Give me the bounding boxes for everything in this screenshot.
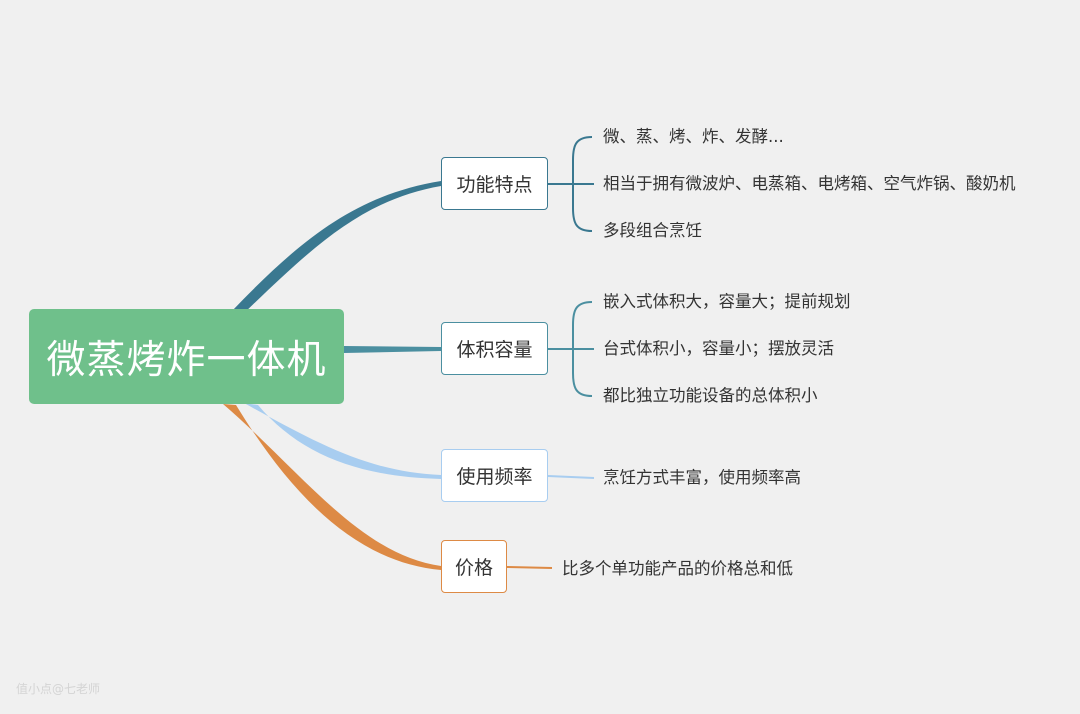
connector-root-branch-4 [223, 404, 441, 570]
connector-branch-2-leaves [548, 301, 594, 397]
leaf-features-1[interactable]: 微、蒸、烤、炸、发酵... [603, 127, 784, 146]
leaf-capacity-2[interactable]: 台式体积小，容量小；摆放灵活 [603, 339, 834, 358]
leaf-features-3[interactable]: 多段组合烹饪 [603, 221, 702, 240]
leaf-features-2[interactable]: 相当于拥有微波炉、电蒸箱、电烤箱、空气炸锅、酸奶机 [603, 174, 1016, 193]
connector-root-branch-1 [231, 181, 441, 314]
topic-capacity[interactable]: 体积容量 [441, 322, 548, 375]
root-topic[interactable]: 微蒸烤炸一体机 [29, 309, 344, 404]
topic-price[interactable]: 价格 [441, 540, 507, 593]
connector-root-branch-2 [344, 346, 441, 353]
leaf-capacity-3[interactable]: 都比独立功能设备的总体积小 [603, 386, 818, 405]
leaf-frequency-1[interactable]: 烹饪方式丰富，使用频率高 [603, 468, 801, 487]
connector-branch-4-leaves [506, 566, 553, 569]
topic-features[interactable]: 功能特点 [441, 157, 548, 210]
topic-frequency[interactable]: 使用频率 [441, 449, 548, 502]
leaf-capacity-1[interactable]: 嵌入式体积大，容量大；提前规划 [603, 292, 851, 311]
connector-branch-3-leaves [547, 475, 595, 479]
connector-branch-1-leaves [548, 136, 594, 232]
leaf-price-1[interactable]: 比多个单功能产品的价格总和低 [562, 559, 793, 578]
connector-root-branch-3 [244, 403, 441, 479]
watermark: 值小点@七老师 [16, 682, 101, 696]
